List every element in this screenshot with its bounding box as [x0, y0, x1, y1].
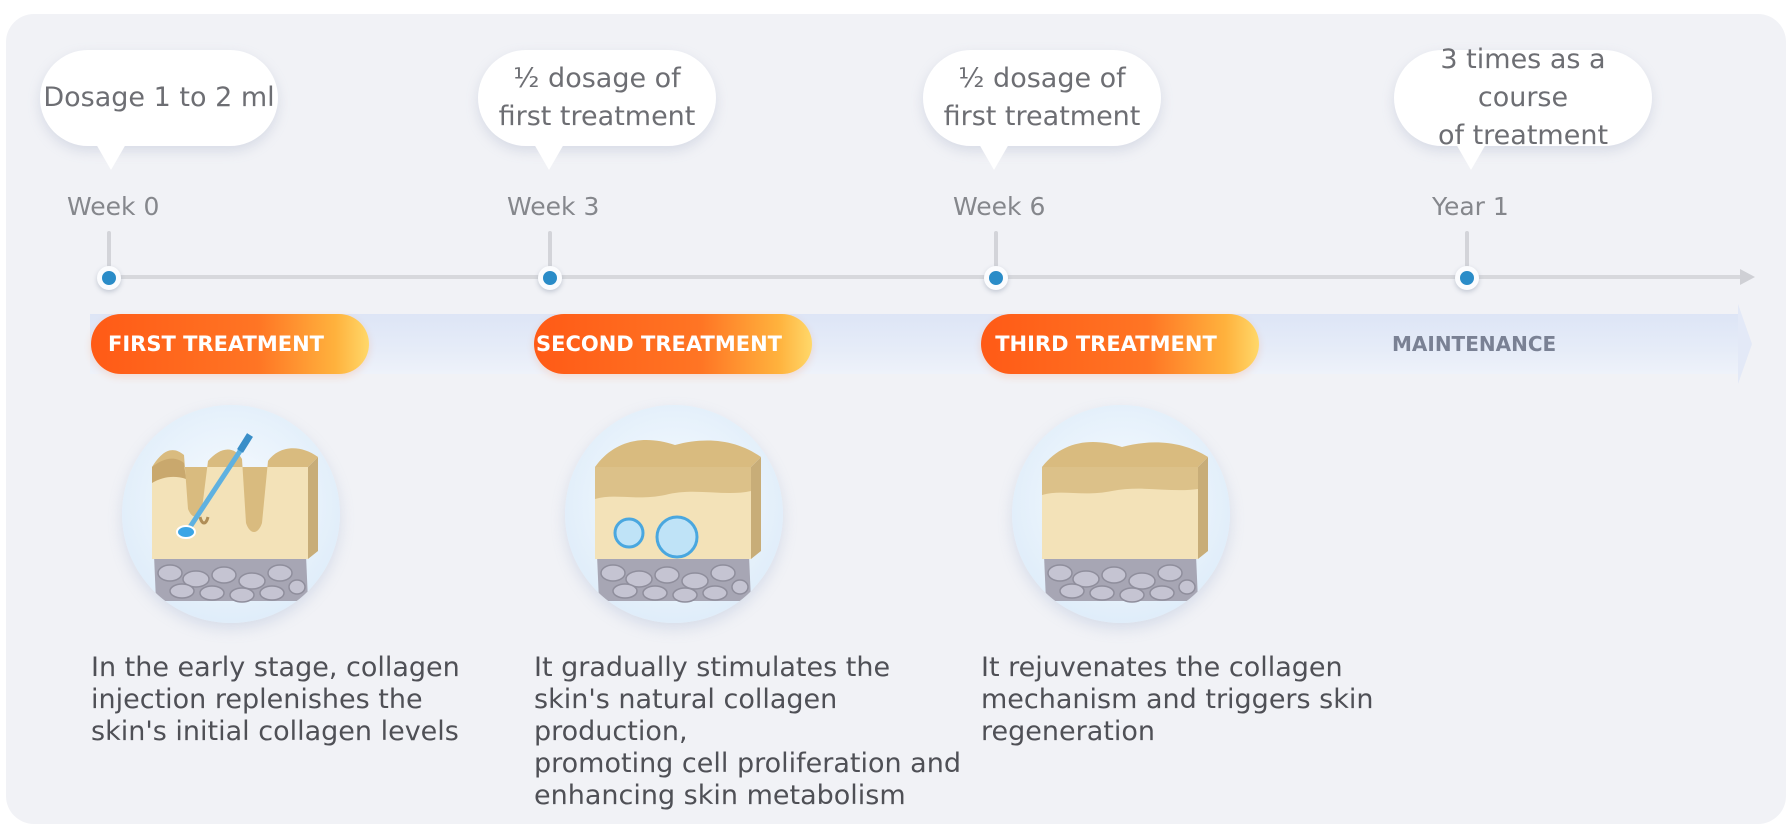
milestone-tick: [548, 231, 552, 267]
skin-collagen-bubbles-icon: [565, 405, 783, 623]
milestone-dot: [97, 266, 121, 290]
note-line: 3 times as a course: [1440, 44, 1606, 113]
skin-regenerated-icon: [1012, 405, 1230, 623]
description-line: promoting cell proliferation and: [534, 748, 961, 779]
description-line: skin's initial collagen levels: [91, 716, 459, 747]
description-line: enhancing skin metabolism: [534, 780, 906, 811]
note-bubble-week-0: Dosage 1 to 2 ml: [40, 50, 278, 170]
description-second-treatment: It gradually stimulates the skin's natur…: [534, 652, 964, 812]
skin-injection-icon: [122, 405, 340, 623]
timeline-arrowhead: [1740, 269, 1755, 285]
milestone-tick: [1465, 231, 1469, 267]
description-line: mechanism and triggers skin: [981, 684, 1374, 715]
note-line: ½ dosage of: [958, 63, 1126, 94]
phase-third-treatment: THIRD TREATMENT: [981, 314, 1259, 374]
milestone-label-week-6: Week 6: [953, 192, 1046, 221]
description-first-treatment: In the early stage, collagen injection r…: [91, 652, 521, 748]
note-bubble-week-6: ½ dosage of first treatment: [923, 50, 1161, 170]
phase-second-treatment: SECOND TREATMENT: [534, 314, 812, 374]
bubble-tail: [534, 144, 564, 170]
milestone-dot: [984, 266, 1008, 290]
phase-maintenance: MAINTENANCE: [1392, 332, 1557, 356]
description-line: skin's natural collagen production,: [534, 684, 838, 747]
milestone-label-week-0: Week 0: [67, 192, 160, 221]
description-line: regeneration: [981, 716, 1155, 747]
note-bubble-week-3: ½ dosage of first treatment: [478, 50, 716, 170]
description-line: injection replenishes the: [91, 684, 423, 715]
bubble-tail: [1456, 144, 1486, 170]
milestone-label-year-1: Year 1: [1432, 192, 1509, 221]
milestone-dot: [1455, 266, 1479, 290]
note-line: ½ dosage of: [513, 63, 681, 94]
note-bubble-year-1: 3 times as a course of treatment: [1394, 44, 1652, 170]
bubble-tail: [979, 144, 1009, 170]
phase-band-arrow: [1738, 304, 1752, 384]
milestone-label-week-3: Week 3: [507, 192, 600, 221]
bubble-tail: [96, 144, 126, 170]
milestone-dot: [538, 266, 562, 290]
note-line: first treatment: [498, 101, 696, 132]
note-line: of treatment: [1437, 120, 1609, 151]
timeline-card: [6, 14, 1786, 824]
timeline-axis: [110, 275, 1750, 279]
description-third-treatment: It rejuvenates the collagen mechanism an…: [981, 652, 1411, 748]
note-line: Dosage 1 to 2 ml: [43, 82, 275, 113]
milestone-tick: [994, 231, 998, 267]
description-line: It rejuvenates the collagen: [981, 652, 1343, 683]
milestone-tick: [107, 231, 111, 267]
phase-first-treatment: FIRST TREATMENT: [91, 314, 369, 374]
description-line: It gradually stimulates the: [534, 652, 891, 683]
description-line: In the early stage, collagen: [91, 652, 460, 683]
note-line: first treatment: [943, 101, 1141, 132]
